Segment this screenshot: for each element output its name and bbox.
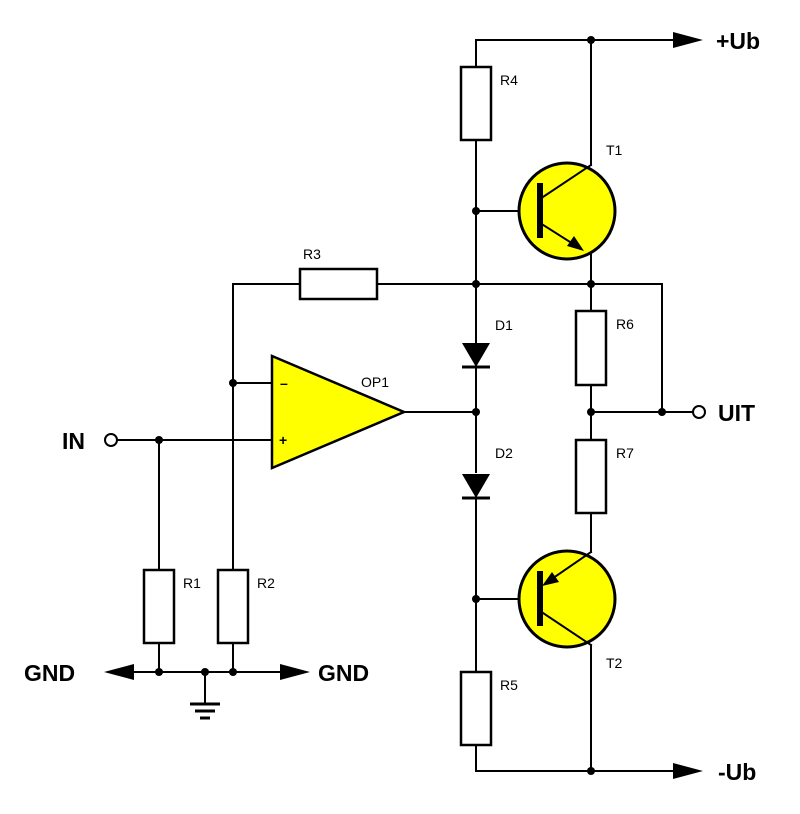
- resistor-r4: [459, 65, 493, 142]
- label-r2: R2: [257, 575, 275, 591]
- label-r5: R5: [500, 677, 518, 693]
- label-t1: T1: [606, 142, 623, 158]
- input-terminal: [104, 433, 118, 447]
- opamp-op1: – +: [270, 354, 408, 470]
- label-r7: R7: [616, 445, 634, 461]
- label-input: IN: [62, 428, 85, 454]
- label-r4: R4: [500, 72, 518, 88]
- label-gnd-right: GND: [318, 660, 369, 686]
- label-d1: D1: [495, 317, 513, 333]
- resistor-r7: [574, 438, 608, 515]
- label-r6: R6: [616, 316, 634, 332]
- ground-symbol: [190, 702, 220, 720]
- output-terminal: [692, 405, 706, 419]
- diode-d1: [462, 343, 490, 369]
- label-output: UIT: [718, 400, 755, 426]
- label-d2: D2: [495, 445, 513, 461]
- resistor-r2: [216, 568, 250, 645]
- junction-dots: [155, 36, 666, 775]
- resistor-r5: [459, 670, 493, 747]
- resistor-r1: [142, 568, 176, 645]
- transistor-t2: [517, 549, 617, 649]
- label-vplus: +Ub: [716, 28, 760, 54]
- label-t2: T2: [606, 655, 623, 671]
- diode-d2: [462, 474, 490, 500]
- wires: [116, 39, 694, 772]
- label-gnd-left: GND: [24, 660, 75, 686]
- resistor-r3: [298, 267, 379, 301]
- label-r3: R3: [303, 246, 321, 262]
- label-r1: R1: [183, 575, 201, 591]
- gnd-right-arrow: [280, 664, 310, 680]
- opamp-plus-sign: +: [279, 432, 287, 448]
- vplus-arrow: [673, 32, 703, 48]
- gnd-left-arrow: [104, 664, 134, 680]
- label-vminus: -Ub: [718, 759, 756, 785]
- transistor-t1: [517, 161, 617, 261]
- vminus-arrow: [673, 763, 703, 779]
- opamp-minus-sign: –: [280, 375, 288, 391]
- arrows: [104, 32, 703, 779]
- label-op1: OP1: [361, 374, 389, 390]
- resistor-r6: [574, 309, 608, 387]
